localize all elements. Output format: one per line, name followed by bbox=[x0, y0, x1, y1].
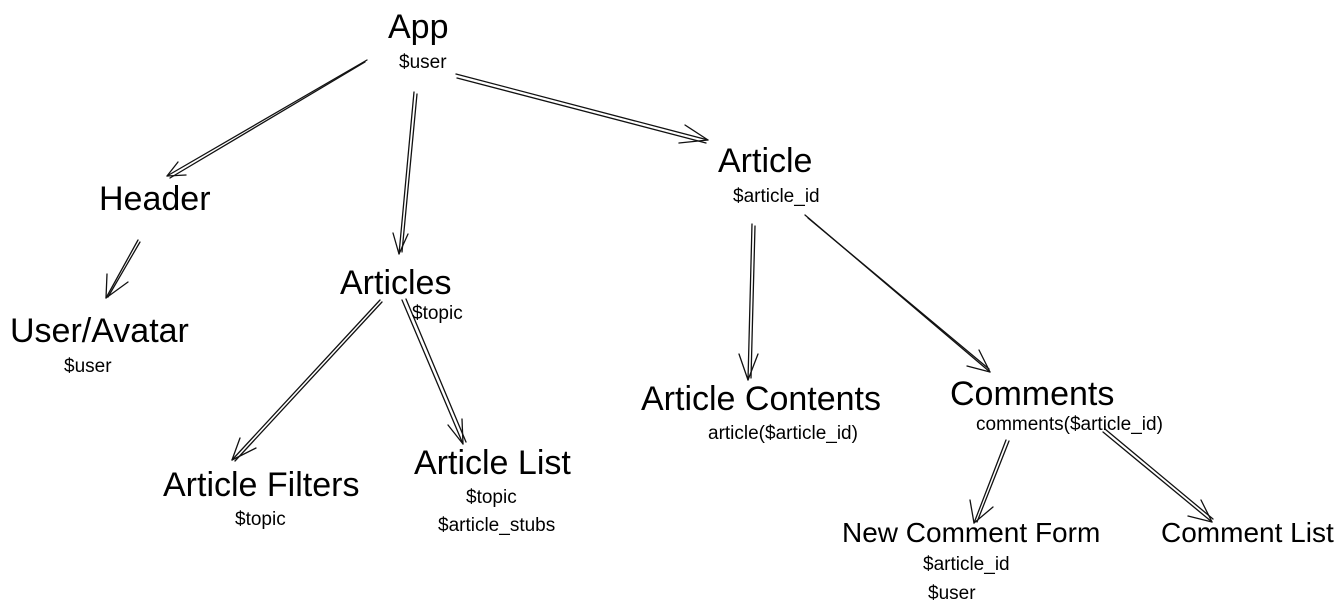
node-title: User/Avatar bbox=[10, 312, 189, 350]
edge-articles-list bbox=[401, 298, 467, 445]
node-title: Article Filters bbox=[163, 466, 360, 504]
node-var: $topic bbox=[412, 303, 463, 324]
node-title: Article bbox=[718, 142, 813, 180]
node-var: $topic bbox=[466, 487, 517, 508]
node-var: $user bbox=[399, 52, 447, 73]
node-title: Comment List bbox=[1161, 517, 1334, 548]
edge-articles-filters bbox=[231, 299, 383, 462]
edge-app-article bbox=[455, 73, 709, 144]
edge-app-header bbox=[166, 59, 368, 179]
node-title: Header bbox=[99, 180, 211, 218]
node-title: Articles bbox=[340, 264, 452, 302]
node-title: Article List bbox=[414, 444, 571, 482]
node-title: App bbox=[388, 8, 449, 46]
edge-article-contents bbox=[738, 223, 759, 381]
edge-comments-list bbox=[1102, 428, 1214, 523]
node-title: New Comment Form bbox=[842, 517, 1101, 548]
node-var: article($article_id) bbox=[708, 423, 858, 444]
edge-article-comments bbox=[804, 214, 991, 373]
edge-app-articles bbox=[392, 91, 418, 255]
node-var: $user bbox=[64, 356, 112, 377]
node-var: comments($article_id) bbox=[976, 414, 1163, 435]
node-var: $article_stubs bbox=[438, 515, 556, 536]
node-var: $article_id bbox=[923, 554, 1010, 575]
node-var: $user bbox=[928, 583, 976, 604]
node-var: $topic bbox=[235, 509, 286, 530]
node-var: $article_id bbox=[733, 186, 820, 207]
node-title: Article Contents bbox=[641, 380, 881, 418]
edge-header-user-avatar bbox=[105, 239, 141, 299]
edge-comments-new-form bbox=[969, 439, 1010, 524]
node-title: Comments bbox=[950, 375, 1115, 413]
